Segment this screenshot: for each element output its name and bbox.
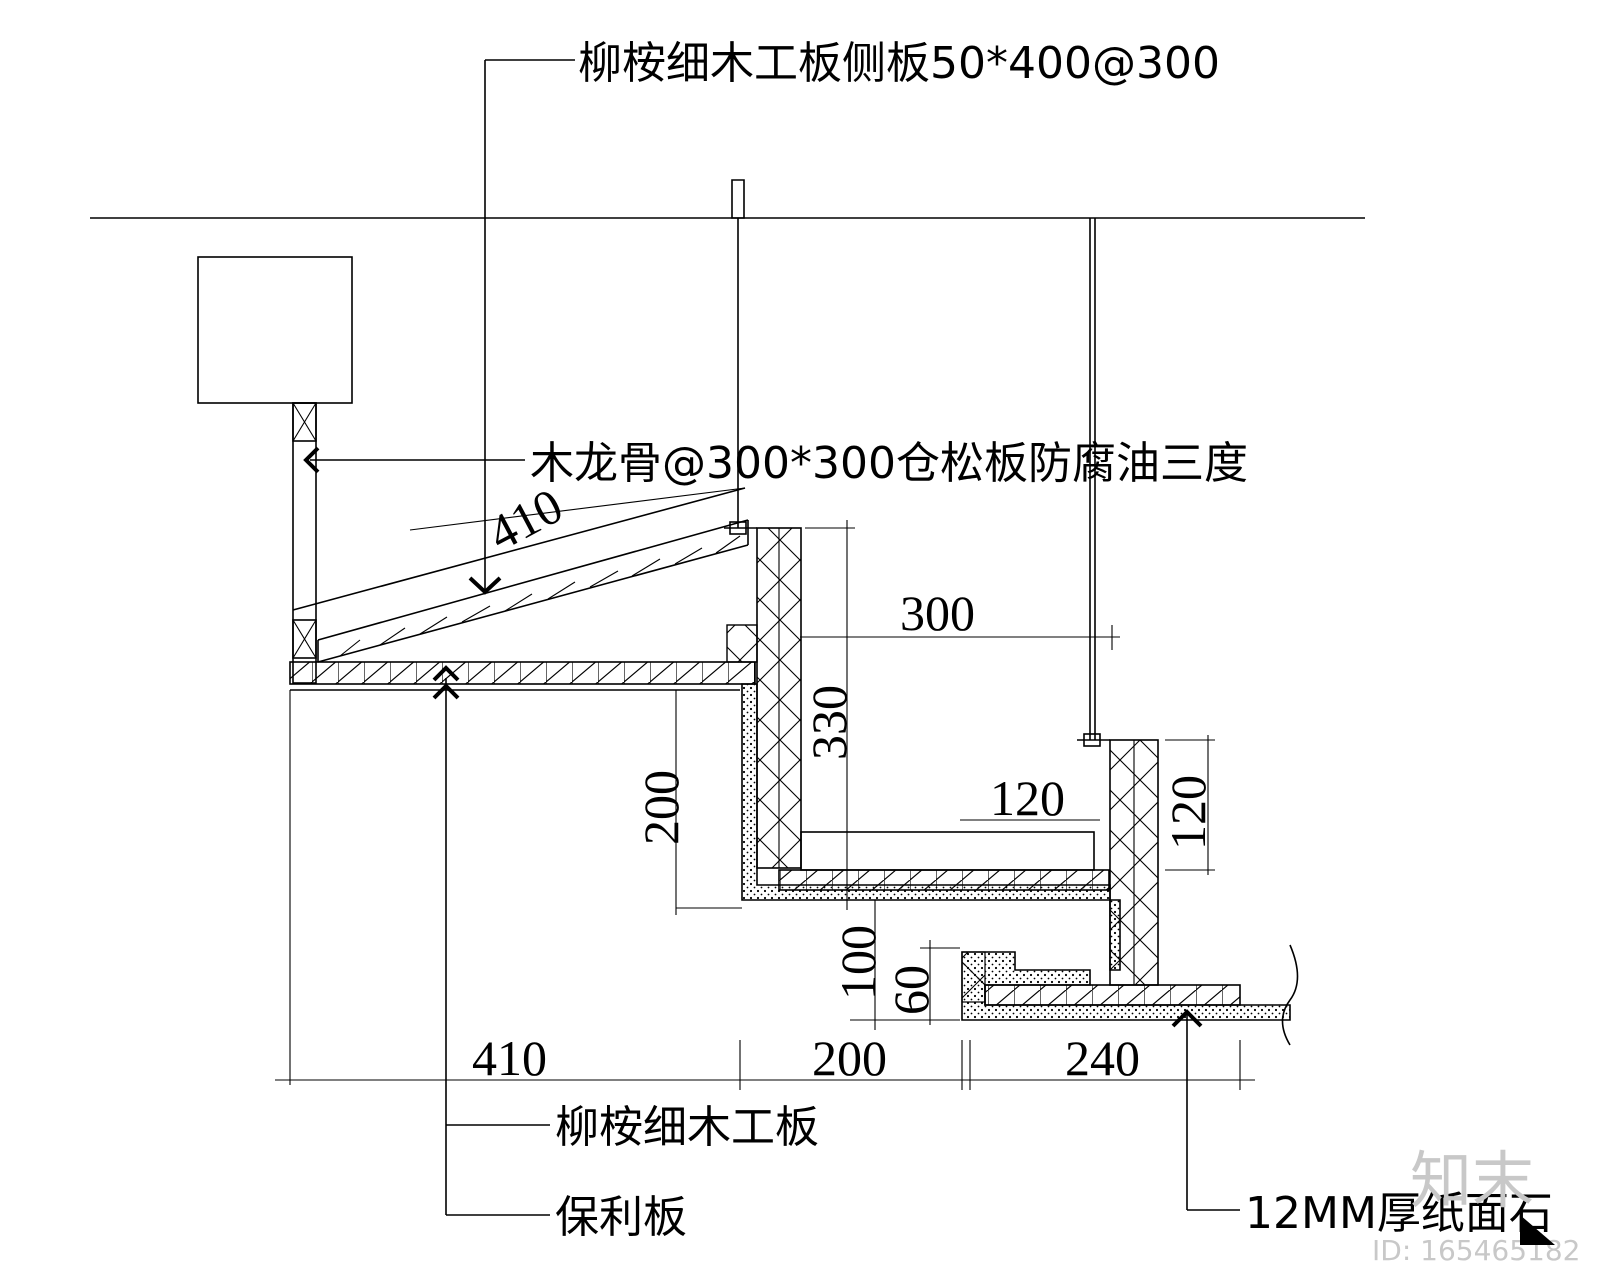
lower-plywood [984,984,1241,1006]
label-plywood: 柳桉细木工板 [555,1102,819,1153]
label-keel: 木龙骨@300*300仓松板防腐油三度 [530,438,1248,489]
dim-bottom-240: 240 [1065,1030,1140,1086]
dim-60: 60 [883,965,939,1015]
middle-plywood [778,869,1110,891]
dim-bottom-200: 200 [812,1030,887,1086]
leader-keel [303,446,525,474]
watermark-brand: 知末 [1410,1144,1534,1217]
wall-box [197,256,353,404]
base-block [726,624,758,663]
label-stone: 12MM厚纸面石 [1245,1188,1553,1239]
break-line [1281,944,1299,1046]
dim-330: 330 [801,685,857,760]
label-poly-board: 保利板 [555,1192,687,1243]
sloped-board [292,487,749,663]
watermark-id: ID: 165465182 [1372,1234,1580,1267]
middle-rail [800,831,1095,871]
dim-120-horiz: 120 [990,770,1065,826]
dim-slope: 410 [479,477,572,562]
hanger-rod-right [1077,218,1110,747]
horizontal-plywood [289,661,756,685]
dim-120-vert: 120 [1160,775,1216,850]
label-top-board: 柳桉细木工板侧板50*400@300 [578,38,1220,89]
corner-triangle [1520,1215,1555,1245]
dim-100: 100 [830,925,886,1000]
left-post [292,402,317,684]
lower-block [961,951,986,1003]
leader-poly [445,1125,550,1216]
dim-200-vert: 200 [633,770,689,845]
leader-top [468,59,575,595]
dimension-lines [275,487,1255,1090]
leader-plywood [432,665,550,1126]
dim-bottom-410: 410 [472,1030,547,1086]
leader-stone [1171,1009,1240,1211]
dim-300: 300 [900,585,975,641]
hanger-rod-left [724,179,757,535]
